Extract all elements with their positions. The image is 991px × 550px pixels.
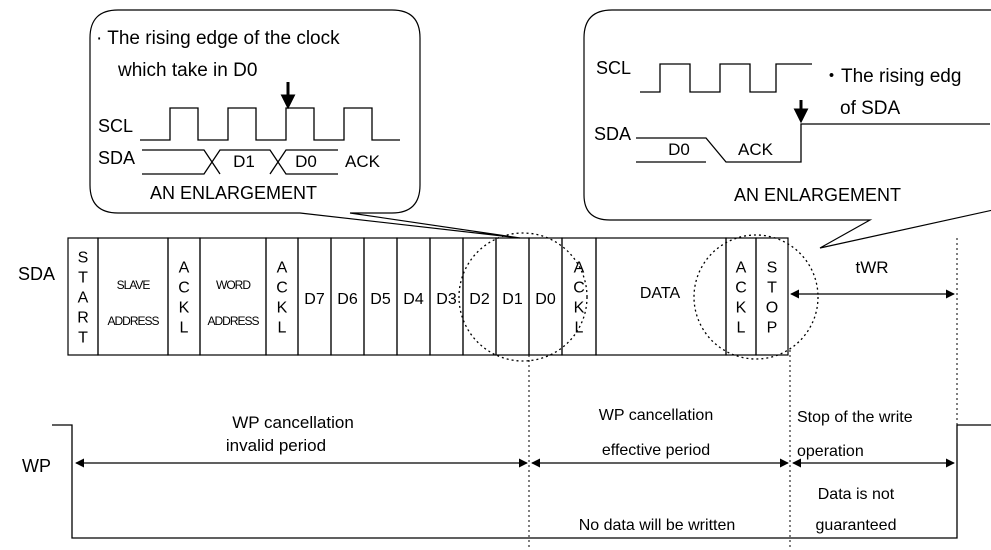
word-address-label: ADDRESS bbox=[207, 314, 259, 328]
wp-not-line1: Data is not bbox=[818, 486, 895, 503]
cell-bit-d3-label: D3 bbox=[436, 291, 457, 308]
cell-bit-d5-label: D5 bbox=[370, 291, 391, 308]
cell-stop bbox=[755, 237, 789, 356]
callout-right-ack: ACK bbox=[738, 140, 774, 159]
callout-right-d0: D0 bbox=[668, 140, 690, 159]
wp-stop-line1: Stop of the write bbox=[797, 409, 913, 426]
cell-ack1-letter: A bbox=[179, 260, 190, 277]
cell-bit-d1-label: D1 bbox=[502, 291, 523, 308]
callout-right-bubble bbox=[583, 9, 991, 249]
callout-right-scl-label: SCL bbox=[596, 58, 631, 78]
cell-ack4-letter: C bbox=[735, 280, 747, 297]
callout-left-scl-label: SCL bbox=[98, 116, 133, 136]
cell-ack3-letter: L bbox=[575, 320, 584, 337]
cell-ack4-letter: K bbox=[736, 300, 747, 317]
callout-left-d1: D1 bbox=[233, 152, 255, 171]
callout-left-bubble bbox=[89, 9, 521, 239]
sda-arrow-icon bbox=[793, 100, 809, 124]
callout-left-caption-2: which take in D0 bbox=[117, 60, 257, 81]
cell-ack2-letter: K bbox=[277, 300, 288, 317]
cell-ack3-letter: C bbox=[573, 280, 585, 297]
wp-row-label: WP bbox=[22, 456, 51, 476]
callout-right-sda-waveform bbox=[636, 123, 990, 163]
callout-left-sda-label: SDA bbox=[98, 148, 135, 168]
wp-invalid-line2: invalid period bbox=[226, 436, 326, 455]
callout-right-title: AN ENLARGEMENT bbox=[734, 185, 901, 205]
wp-effective-line2: effective period bbox=[602, 442, 710, 459]
callout-left-sda-waveform bbox=[142, 149, 338, 175]
cell-ack2-letter: A bbox=[277, 260, 288, 277]
cell-start-letter: T bbox=[78, 270, 88, 287]
cell-start-letter: R bbox=[77, 310, 89, 327]
cell-ack3-letter: K bbox=[574, 300, 585, 317]
cell-ack2 bbox=[265, 237, 299, 356]
cell-ack2-letter: L bbox=[278, 320, 287, 337]
wp-effective-line1: WP cancellation bbox=[599, 407, 713, 424]
wp-not-line2: guaranteed bbox=[816, 517, 897, 534]
cell-stop-letter: O bbox=[766, 300, 778, 317]
clock-arrow-icon bbox=[280, 82, 296, 110]
wp-row: WP WP cancellation invalid period WP can… bbox=[22, 407, 991, 539]
callout-left-scl-waveform bbox=[140, 107, 400, 141]
cell-bit-d2-label: D2 bbox=[469, 291, 490, 308]
wp-invalid-line1: WP cancellation bbox=[232, 413, 354, 432]
cell-start-letter: A bbox=[78, 290, 89, 307]
cell-ack4-letter: L bbox=[737, 320, 746, 337]
slave-address-label: ADDRESS bbox=[107, 314, 159, 328]
wp-stop-line2: operation bbox=[797, 443, 864, 460]
callout-left-d0: D0 bbox=[295, 152, 317, 171]
callout-left: · The rising edge of the clock which tak… bbox=[89, 9, 521, 239]
callout-right-sda-label: SDA bbox=[594, 124, 631, 144]
callout-left-caption-1: · The rising edge of the clock bbox=[96, 28, 340, 49]
slave-label: SLAVE bbox=[117, 278, 151, 292]
highlight-circle-left bbox=[458, 232, 588, 362]
cell-ack3 bbox=[561, 237, 597, 356]
sda-row-label: SDA bbox=[18, 264, 55, 284]
cell-start-letter: S bbox=[78, 250, 89, 267]
cell-ack2-letter: C bbox=[276, 280, 288, 297]
cell-bit-d7-label: D7 bbox=[304, 291, 325, 308]
cell-ack1-letter: C bbox=[178, 280, 190, 297]
callout-right-caption-2: of SDA bbox=[840, 98, 901, 119]
wp-no-data-label: No data will be written bbox=[579, 517, 736, 534]
callout-right: SCL ・The rising edg of SDA SDA D0 ACK AN… bbox=[583, 9, 991, 249]
cell-stop-letter: S bbox=[767, 260, 778, 277]
cell-ack3-letter: A bbox=[574, 260, 585, 277]
cell-slave-address bbox=[97, 237, 169, 356]
cell-bit-d0-label: D0 bbox=[535, 291, 556, 308]
cell-ack1-letter: L bbox=[180, 320, 189, 337]
word-label: WORD bbox=[216, 278, 251, 292]
callout-left-ack: ACK bbox=[345, 152, 381, 171]
cell-bit-d4-label: D4 bbox=[403, 291, 424, 308]
cell-ack1-letter: K bbox=[179, 300, 190, 317]
callout-right-caption-1: ・The rising edg bbox=[822, 66, 961, 87]
cell-start-letter: T bbox=[78, 330, 88, 347]
cell-ack4-letter: A bbox=[736, 260, 747, 277]
data-label: DATA bbox=[640, 285, 681, 302]
callout-left-title: AN ENLARGEMENT bbox=[150, 183, 317, 203]
cell-ack4 bbox=[725, 237, 757, 356]
cell-word-address bbox=[199, 237, 267, 356]
cell-stop-letter: P bbox=[767, 320, 778, 337]
wp-waveform bbox=[52, 424, 991, 539]
twr-label: tWR bbox=[855, 258, 888, 277]
cell-ack1 bbox=[167, 237, 201, 356]
cell-bit-d6-label: D6 bbox=[337, 291, 358, 308]
callout-right-scl-waveform bbox=[640, 63, 812, 93]
cell-stop-letter: T bbox=[767, 280, 777, 297]
